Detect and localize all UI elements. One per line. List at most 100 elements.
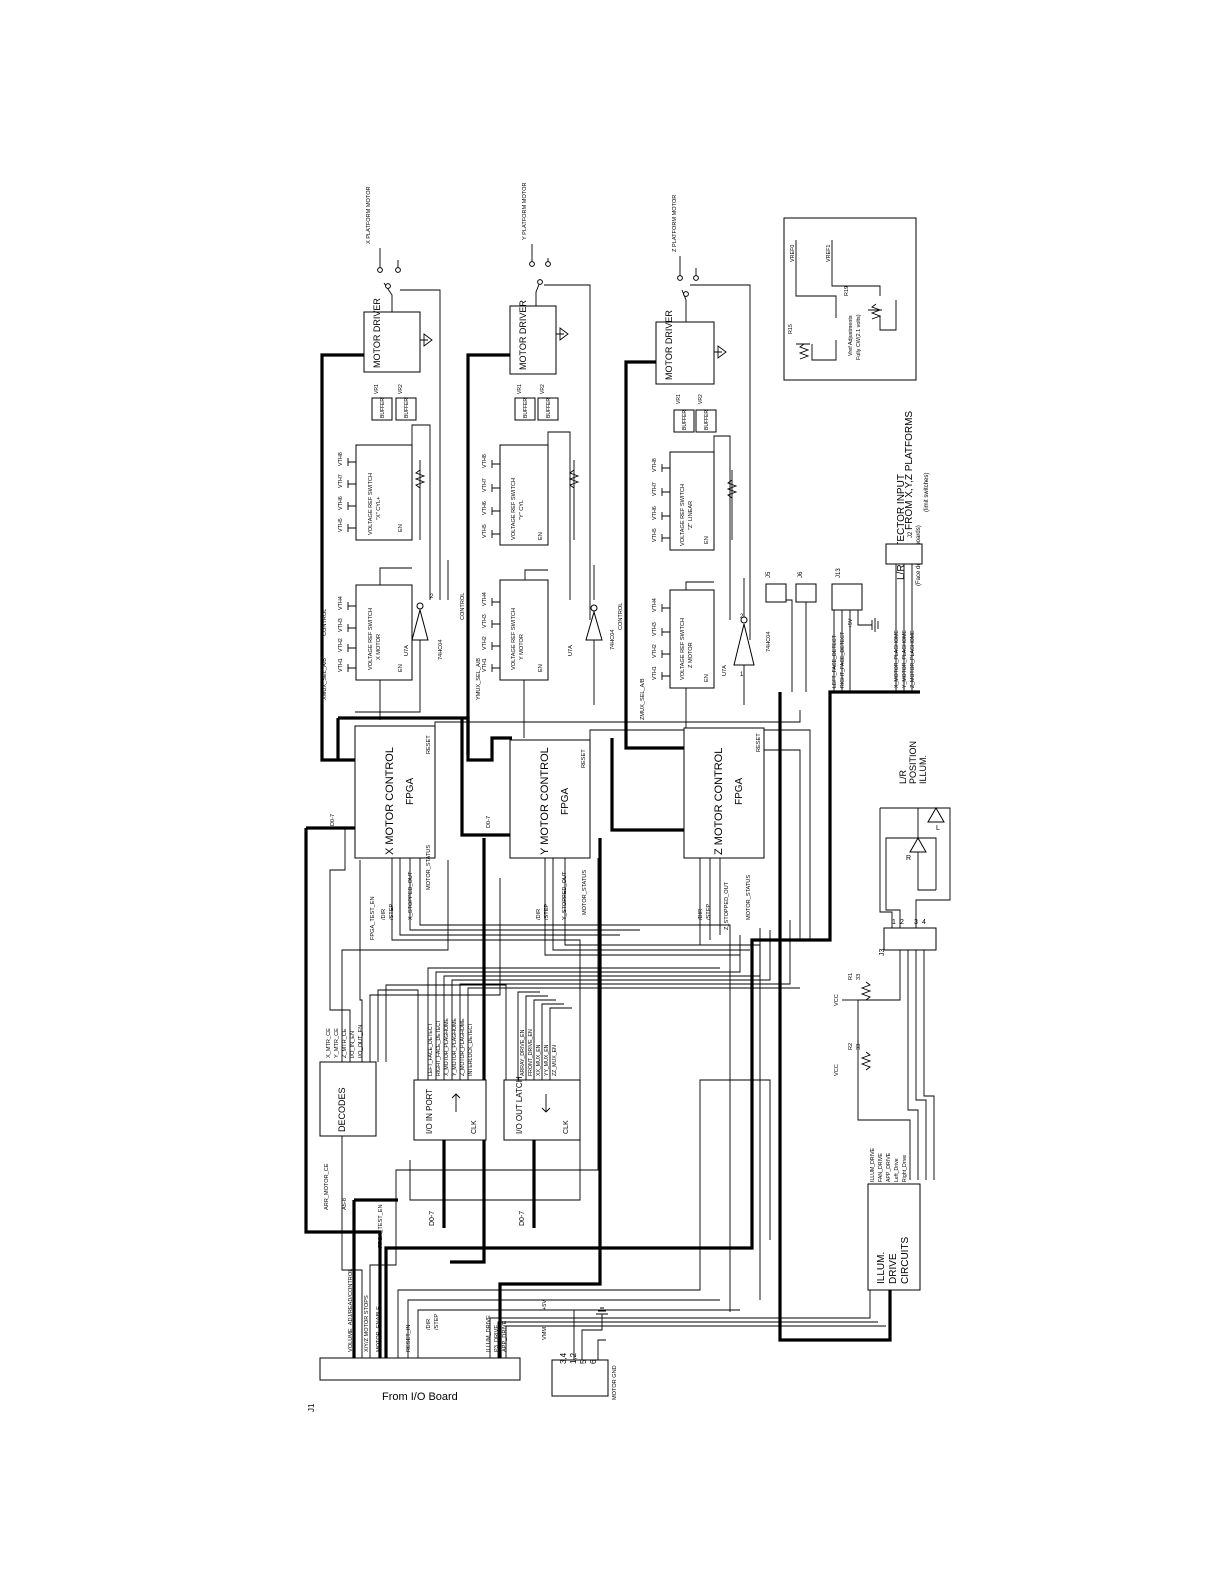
j5-label: J5 [766,571,772,578]
fpga-y-bus: D0-7 [486,816,492,828]
fpga-y-mux: YMUX_SEL_A/B [476,658,482,700]
inverter-pin: 1 [740,672,744,678]
vref-y1-title: VOLTAGE REF SWITCH [511,608,517,670]
j1-signal: RESET_IN [406,1325,412,1352]
io-in-signal: Y_MOTOR_PLAGHOME [452,1018,458,1076]
fpga-z-out2: /STEP [706,904,712,920]
vref-y2-en: EN [538,532,544,540]
inverter-x: U7A 74HC04 2 [404,594,444,660]
j1-signal: /DIR [426,1319,432,1330]
illum-section: L/R POSITION ILLUM. L R J3 1 2 3 4 [879,741,945,956]
connector-j1: J1 From I/O Board VOLUME_ADJ/READ/CONTRO… [307,1204,521,1412]
connector-j6 [795,583,817,603]
power-connector: 3,4 1,2 5 6 VMM +5V MOTOR GND [542,1300,618,1400]
io-out-bus-label: D0-7 [519,1211,526,1226]
inverter-pin: 2 [740,614,744,620]
vref-pin-label: VTH6 [338,496,344,510]
decoder-output: Z_MTR_CE [342,1028,348,1058]
vref-label: VREF0 [790,245,796,262]
vref-pin-label: VTH7 [338,474,344,488]
buffer-box [395,397,417,421]
j3-pin: 2 [900,919,904,926]
fpga-z-control: CONTROL [618,603,624,630]
illum-drive-title-3: CIRCUITS [900,1236,911,1284]
fpga-y-title: Y MOTOR CONTROL [539,747,551,855]
motor-driver-y-body [509,305,557,375]
potentiometer-icon [798,343,810,360]
vref-x2-title: VOLTAGE REF SWITCH [368,473,374,535]
vref-z2-body [669,451,715,551]
decoder-addr-label: A5-8 [342,1198,348,1210]
r1-value: 33 [856,974,862,980]
vref-switch-x2: VOLTAGE REF SWITCH "X" CYL+ EN VTH5 VTH6… [338,444,413,541]
fpga-x-out2: /STEP [389,904,395,920]
io-in-signal: X_MOTOR_PLAGHOME [444,1018,450,1076]
connector-j5 [765,583,787,603]
inverter-pin: 2 [430,594,434,600]
vref-pin-label: VTH8 [652,458,658,472]
buffer-box [695,409,717,433]
j6-label: J6 [798,571,804,578]
motor-driver-z: MOTOR DRIVER Z PLATFORM MOTOR [655,195,727,385]
j1-body [319,1357,521,1381]
vref-switch-z2: VOLTAGE REF SWITCH "Z" LINEAR EN VTH5 VT… [652,451,715,551]
illum-drive-signal: FAN_DRIVE [878,1153,884,1182]
io-out-signal: ZZ_MUX_EN [552,1045,558,1076]
detector-title: L/R DETECTOR INPUT [896,474,907,580]
inverter-part: 74HC04 [766,631,772,652]
io-out-signal: YY_MUX_EN [544,1044,550,1076]
illum-drive-signal: ILLUM_DRIVE [870,1147,876,1182]
fpga-y-out1: /DIR [536,909,542,920]
vref-adjust-box: R15 R19 VREF0 VREF1 Vref Adjustments Ful… [783,217,917,381]
vref-pin-label: VTH8 [482,454,488,468]
buffer-box [537,397,559,421]
vref-z1-sub: Z MOTOR [688,642,694,668]
vref-pin-label: VTH8 [338,452,344,466]
inverter-ref: U7A [404,645,410,656]
illum-drive-signal: APP_DRIVE [886,1152,892,1182]
io-in-bus-label: D0-7 [429,1211,436,1226]
buffer-label: BUFFER [523,398,529,418]
vref-x1-en: EN [398,664,404,672]
vref-pin-label: VTH5 [338,518,344,532]
motor-driver-x: MOTOR DRIVER X PLATFORM MOTOR [363,186,433,373]
vref-pin-label: VTH3 [482,614,488,628]
decoder-output: I/O_IN_EN [350,1031,356,1058]
resistor-icon [860,1051,872,1071]
vref-pin-label: VTH3 [338,618,344,632]
fpga-x-control: CONTROL [322,609,328,636]
vref-x2-en: EN [398,524,404,532]
power-pin: 5 [579,1359,588,1364]
inverter-icon [411,608,429,641]
r2-value: 33 [856,1044,862,1050]
vref-switch-y1: VOLTAGE REF SWITCH Y MOTOR EN VTH1 VTH2 … [482,579,549,681]
inverter-ref: U7A [568,645,574,656]
j1-signal: MOTOR_ENABLE [376,1306,382,1352]
platform-signal: X_MOTOR_PLAGHOME [894,630,900,688]
vcc-label: VCC [834,1064,840,1076]
motor-driver-x-title: MOTOR DRIVER [372,298,382,368]
ground-icon [596,1307,608,1320]
resistor-icon [860,981,872,1001]
fpga-y-control: CONTROL [460,593,466,620]
detector-signal: RIGHT_FACE_DETECT [840,631,846,688]
fpga-z-reset: RESET [756,733,762,752]
j3-pin: 3 [914,919,918,926]
vref-pin-label: VTH2 [338,638,344,652]
vref-pin-label: VTH7 [652,482,658,496]
io-out-latch-block: I/O OUT LATCH CLK D0-7 ARRAY_DRIVE_EN FR… [503,1029,581,1226]
r15-label: R15 [788,324,794,334]
vref-pin-label: VTH3 [652,622,658,636]
ground-icon [556,327,569,341]
detector-signal: +5V [848,618,854,628]
buffer-label: BUFFER [704,410,710,430]
r19-label: R19 [844,286,850,296]
vref-label: VREF1 [826,245,832,262]
ground-icon [420,333,433,347]
vref-pin-label: VTH5 [482,524,488,538]
power-label-vmm: VMM [542,1327,548,1340]
io-in-port-body [413,1079,487,1141]
illum-drive-signal: Left_Drive [894,1158,900,1182]
connector-j3 [883,927,937,951]
fpga-z-out1: /DIR [698,909,704,920]
